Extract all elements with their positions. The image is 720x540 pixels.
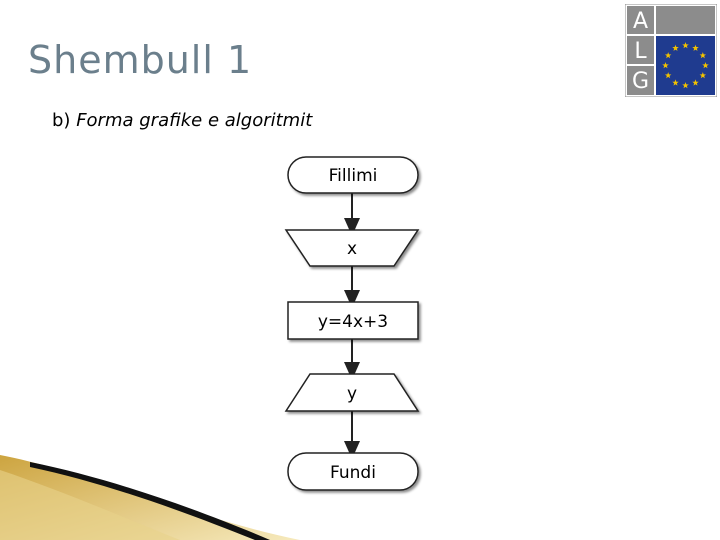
eu-star-icon: [699, 52, 707, 59]
eu-star-icon: [692, 44, 699, 51]
alg-logo: A L G: [625, 4, 717, 97]
node-end-label: Fundi: [330, 463, 376, 483]
node-start-label: Fillimi: [329, 166, 378, 186]
eu-stars-icon: [662, 42, 709, 89]
logo-letter-a: A: [633, 9, 648, 34]
eu-star-icon: [699, 72, 707, 79]
eu-star-icon: [702, 62, 709, 69]
eu-star-icon: [692, 79, 699, 86]
eu-star-icon: [664, 72, 672, 79]
node-input-trapezoid: [284, 229, 420, 267]
eu-star-icon: [664, 52, 672, 59]
logo-cell-top: [656, 6, 715, 34]
subtitle-prefix: b): [52, 110, 71, 131]
node-start-terminator: [287, 156, 419, 194]
eu-star-icon: [672, 44, 679, 51]
logo-cell-l: [627, 36, 654, 64]
slide-subtitle: b) Forma grafike e algoritmit: [52, 110, 312, 131]
node-process-label: y=4x+3: [318, 312, 388, 332]
node-end-terminator: [287, 452, 419, 491]
node-input-label: x: [347, 239, 357, 259]
logo-cell-a: [627, 6, 654, 34]
logo-letter-l: L: [634, 39, 647, 64]
eu-star-icon: [682, 82, 689, 89]
slide-title: Shembull 1: [28, 38, 253, 82]
corner-swoosh-light: [0, 470, 180, 540]
logo-cell-g: [627, 66, 654, 95]
eu-star-icon: [682, 42, 689, 49]
node-process-rect: [287, 301, 419, 340]
corner-swoosh-black: [30, 462, 270, 540]
subtitle-text: Forma grafike e algoritmit: [76, 110, 313, 131]
node-output-trapezoid: [284, 373, 420, 412]
logo-letter-g: G: [632, 69, 649, 94]
eu-star-icon: [672, 79, 679, 86]
node-output-label: y: [347, 384, 357, 404]
eu-star-icon: [662, 62, 669, 69]
